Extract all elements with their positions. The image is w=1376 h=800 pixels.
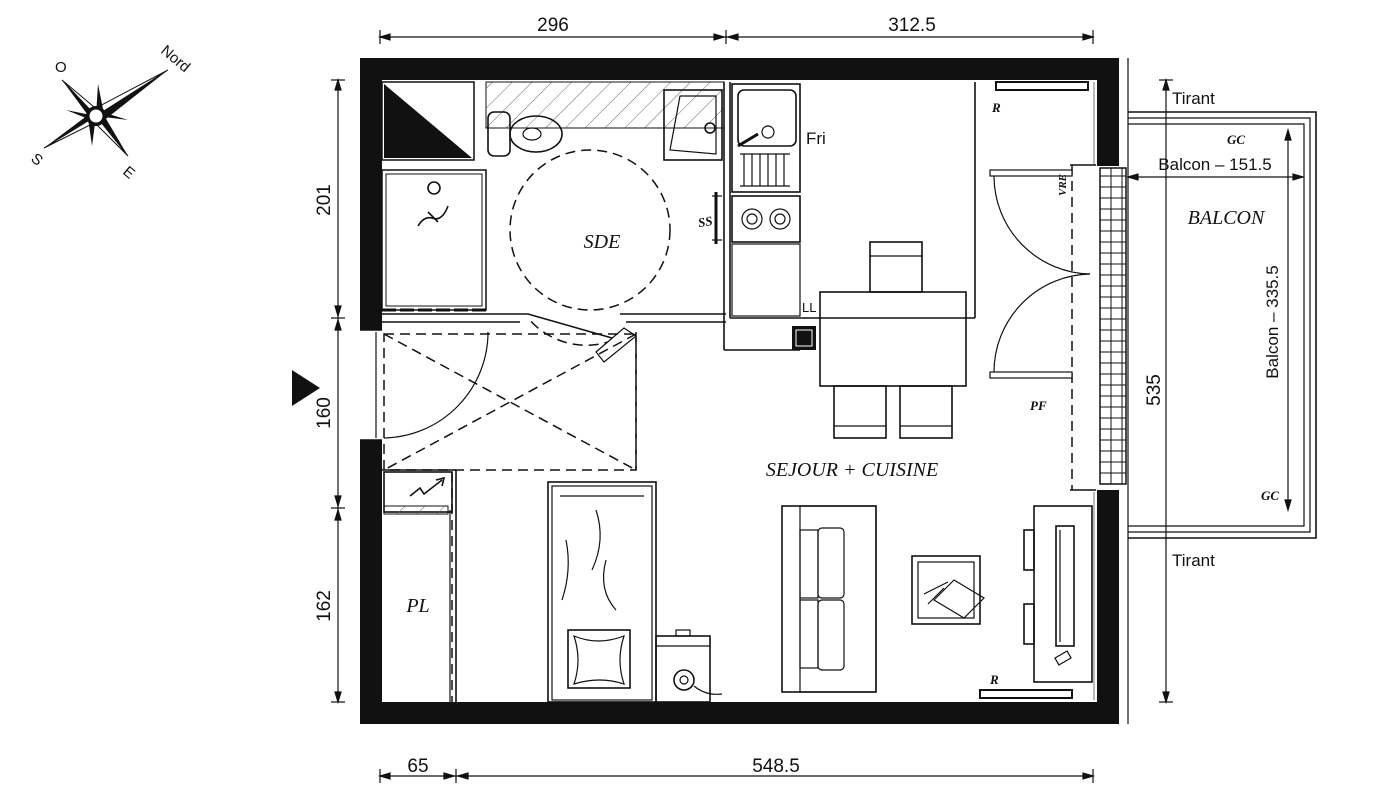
room-label-sde: SDE xyxy=(584,231,621,253)
sofa xyxy=(781,505,877,693)
kitchen xyxy=(731,83,816,350)
compass-south-label: S xyxy=(27,150,46,169)
placard xyxy=(383,471,453,702)
label-ss: SS xyxy=(697,213,714,230)
dimension-bottom-right: 548.5 xyxy=(752,756,800,777)
room-label-pl: PL xyxy=(405,595,429,617)
label-vre: VRE xyxy=(1057,174,1069,196)
label-tirant-top: Tirant xyxy=(1172,89,1215,108)
compass-north-label: Nord xyxy=(157,42,193,76)
entrance-arrow-icon xyxy=(292,370,320,406)
radiator-bottom xyxy=(979,689,1073,699)
label-balcony-length: Balcon – 335.5 xyxy=(1263,265,1282,378)
dimension-bottom-left: 65 xyxy=(407,756,428,777)
radiator-top xyxy=(995,81,1089,91)
bathroom xyxy=(381,81,725,470)
turning-circle xyxy=(509,149,671,311)
compass-east-label: E xyxy=(119,163,138,182)
dimension-lines xyxy=(331,30,1306,783)
dimension-right-total: 535 xyxy=(1144,374,1165,406)
coffee-table xyxy=(911,555,985,625)
bathroom-sink-icon xyxy=(663,89,723,161)
tv-unit xyxy=(1023,505,1093,683)
dimension-top-right: 312.5 xyxy=(888,15,936,36)
label-ll: LL xyxy=(802,300,816,315)
dimension-left-bottom: 162 xyxy=(314,590,335,622)
washing-machine xyxy=(655,629,723,703)
compass-west-label: O xyxy=(55,59,67,76)
label-radiator-bottom: R xyxy=(989,672,999,687)
balcony xyxy=(1127,58,1317,724)
dimension-left-mid: 160 xyxy=(314,397,335,429)
bed xyxy=(547,481,657,703)
label-gc-bottom: GC xyxy=(1261,488,1279,503)
interior-walls xyxy=(382,82,976,702)
room-label-balcon: BALCON xyxy=(1188,207,1266,229)
exterior-walls xyxy=(360,58,1119,724)
room-label-sejour: SEJOUR + CUISINE xyxy=(766,459,938,481)
label-pf: PF xyxy=(1030,398,1047,413)
label-balcony-width: Balcon – 151.5 xyxy=(1158,155,1271,174)
dimension-left-top: 201 xyxy=(314,184,335,216)
toilet-icon xyxy=(487,111,563,157)
french-window xyxy=(989,164,1127,491)
label-radiator-top: R xyxy=(991,100,1001,115)
dimension-top-left: 296 xyxy=(537,15,569,36)
label-gc-top: GC xyxy=(1227,132,1245,147)
label-tirant-bottom: Tirant xyxy=(1172,551,1215,570)
entrance-door xyxy=(383,331,637,471)
dining-table xyxy=(819,241,967,439)
compass-rose: Nord O S E xyxy=(27,42,193,182)
label-fridge: Fri xyxy=(806,129,826,148)
